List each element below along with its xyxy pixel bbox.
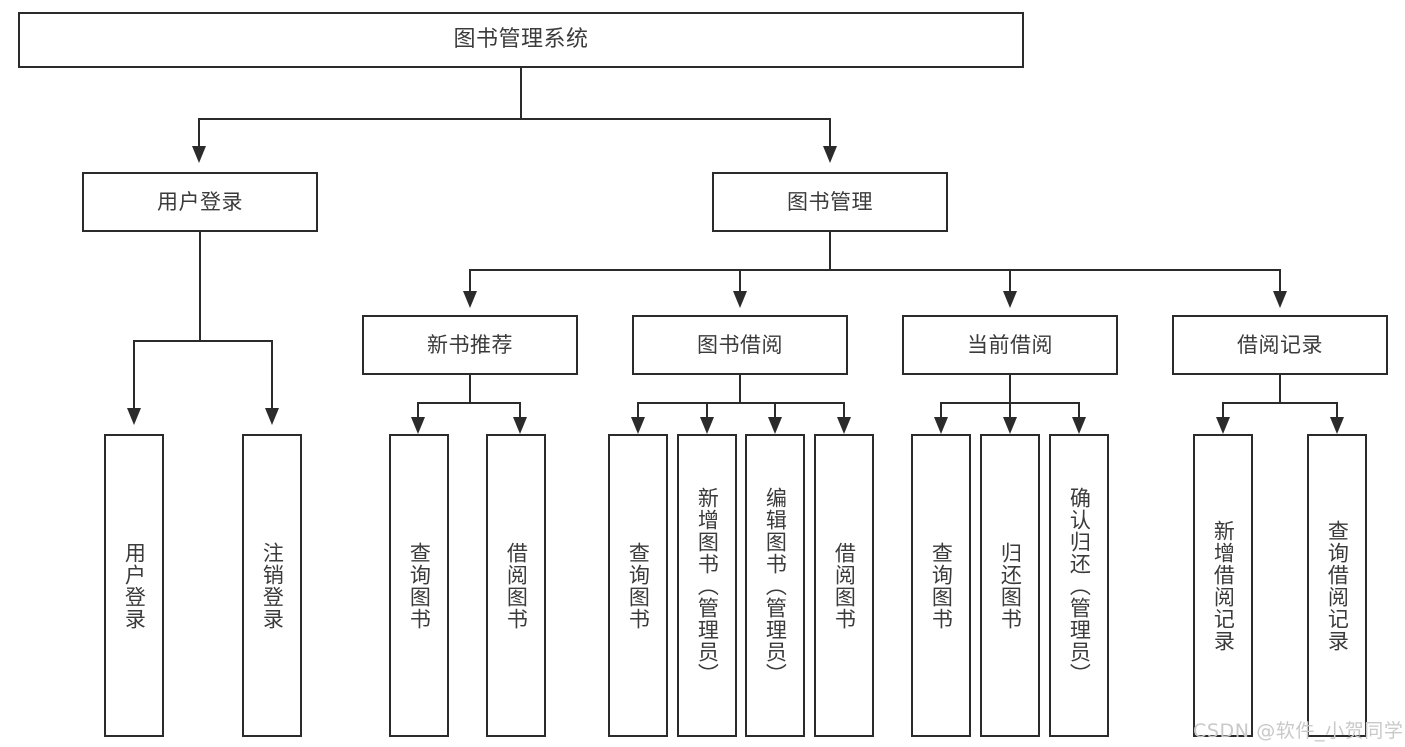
node-leaf-query-record[interactable]: 查询借阅记录 <box>1307 434 1367 737</box>
node-borrow-record[interactable]: 借阅记录 <box>1172 315 1388 375</box>
node-label: 用户登录 <box>122 541 147 630</box>
arrow-bb-to-leaf2 <box>700 417 714 434</box>
connector-bb-to-leaf2 <box>706 402 708 417</box>
connector-cb-to-leaf1 <box>940 402 942 417</box>
arrow-user-login-to-leaf2 <box>265 408 279 425</box>
node-label: 查询借阅记录 <box>1325 519 1350 652</box>
node-label: 图书借阅 <box>697 332 783 357</box>
connector-cb-to-leaf2 <box>1009 402 1011 417</box>
arrow-br-to-leaf2 <box>1330 417 1344 434</box>
node-label: 用户登录 <box>157 189 243 214</box>
node-leaf-query-book-3[interactable]: 查询图书 <box>911 434 971 737</box>
arrow-bm-to-borrow-record <box>1273 291 1287 308</box>
connector-bm-to-book-borrow <box>739 269 741 291</box>
arrow-cb-to-leaf2 <box>1003 417 1017 434</box>
node-leaf-add-record[interactable]: 新增借阅记录 <box>1193 434 1253 737</box>
arrow-root-to-user-login <box>192 146 206 163</box>
arrow-cb-to-leaf1 <box>934 417 948 434</box>
arrow-root-to-book-management <box>823 146 837 163</box>
connector-br-bus <box>1222 402 1338 404</box>
node-label: 图书管理 <box>787 189 873 214</box>
node-label: 新书推荐 <box>427 332 513 357</box>
arrow-nbr-to-leaf2 <box>513 417 527 434</box>
node-label: 确认归还（管理员） <box>1067 486 1092 685</box>
node-label: 借阅图书 <box>832 541 857 630</box>
connector-user-login-bus <box>133 340 273 342</box>
node-label: 当前借阅 <box>967 332 1053 357</box>
node-leaf-user-login[interactable]: 用户登录 <box>104 434 164 737</box>
node-current-borrow[interactable]: 当前借阅 <box>902 315 1118 375</box>
node-label: 注销登录 <box>260 541 285 630</box>
arrow-br-to-leaf1 <box>1216 417 1230 434</box>
arrow-bm-to-book-borrow <box>733 291 747 308</box>
connector-nbr-bus <box>417 402 521 404</box>
node-leaf-borrow-book-1[interactable]: 借阅图书 <box>486 434 546 737</box>
arrow-user-login-to-leaf1 <box>127 408 141 425</box>
node-leaf-query-book-1[interactable]: 查询图书 <box>389 434 449 737</box>
connector-book-management-bus <box>469 269 1280 271</box>
arrow-bb-to-leaf1 <box>631 417 645 434</box>
node-label: 归还图书 <box>998 541 1023 630</box>
node-leaf-edit-book[interactable]: 编辑图书（管理员） <box>745 434 805 737</box>
connector-root-stem <box>520 68 522 119</box>
connector-bm-to-borrow-record <box>1279 269 1281 291</box>
node-label: 新增借阅记录 <box>1211 519 1236 652</box>
node-new-book-recommend[interactable]: 新书推荐 <box>362 315 578 375</box>
connector-user-login-to-leaf2 <box>271 340 273 408</box>
arrow-bm-to-current-borrow <box>1003 291 1017 308</box>
arrow-bm-to-new-book <box>463 291 477 308</box>
connector-br-to-leaf1 <box>1222 402 1224 417</box>
connector-br-stem <box>1279 375 1281 404</box>
connector-user-login-to-leaf1 <box>133 340 135 408</box>
node-label: 图书管理系统 <box>453 27 589 53</box>
connector-root-bus <box>198 118 830 120</box>
connector-bb-bus <box>637 402 845 404</box>
arrow-bb-to-leaf3 <box>768 417 782 434</box>
connector-bb-to-leaf1 <box>637 402 639 417</box>
node-label: 新增图书（管理员） <box>695 486 720 685</box>
connector-bb-stem <box>739 375 741 404</box>
arrow-bb-to-leaf4 <box>837 417 851 434</box>
node-label: 查询图书 <box>626 541 651 630</box>
connector-bm-to-new-book <box>469 269 471 291</box>
node-label: 查询图书 <box>929 541 954 630</box>
csdn-watermark: CSDN @软件_小贺同学 <box>1193 720 1404 742</box>
connector-bb-to-leaf3 <box>774 402 776 417</box>
connector-nbr-to-leaf2 <box>519 402 521 417</box>
connector-cb-to-leaf3 <box>1078 402 1080 417</box>
node-label: 编辑图书（管理员） <box>763 486 788 685</box>
node-root-book-management-system[interactable]: 图书管理系统 <box>18 12 1024 68</box>
node-book-management[interactable]: 图书管理 <box>712 172 948 232</box>
arrow-nbr-to-leaf1 <box>411 417 425 434</box>
connector-root-to-user-login <box>198 118 200 146</box>
connector-nbr-stem <box>469 375 471 404</box>
connector-user-login-stem <box>199 232 201 342</box>
node-label: 借阅图书 <box>504 541 529 630</box>
node-leaf-return-book[interactable]: 归还图书 <box>980 434 1040 737</box>
connector-cb-stem <box>1009 375 1011 404</box>
arrow-cb-to-leaf3 <box>1072 417 1086 434</box>
connector-bm-to-current-borrow <box>1009 269 1011 291</box>
connector-br-to-leaf2 <box>1336 402 1338 417</box>
node-leaf-logout-login[interactable]: 注销登录 <box>242 434 302 737</box>
node-leaf-borrow-book-2[interactable]: 借阅图书 <box>814 434 874 737</box>
node-leaf-query-book-2[interactable]: 查询图书 <box>608 434 668 737</box>
node-label: 查询图书 <box>407 541 432 630</box>
connector-bb-to-leaf4 <box>843 402 845 417</box>
connector-book-management-stem <box>829 232 831 271</box>
node-leaf-add-book[interactable]: 新增图书（管理员） <box>677 434 737 737</box>
node-book-borrow[interactable]: 图书借阅 <box>632 315 848 375</box>
connector-nbr-to-leaf1 <box>417 402 419 417</box>
node-leaf-confirm-return[interactable]: 确认归还（管理员） <box>1049 434 1109 737</box>
node-user-login[interactable]: 用户登录 <box>82 172 318 232</box>
connector-root-to-book-management <box>829 118 831 146</box>
node-label: 借阅记录 <box>1237 332 1323 357</box>
